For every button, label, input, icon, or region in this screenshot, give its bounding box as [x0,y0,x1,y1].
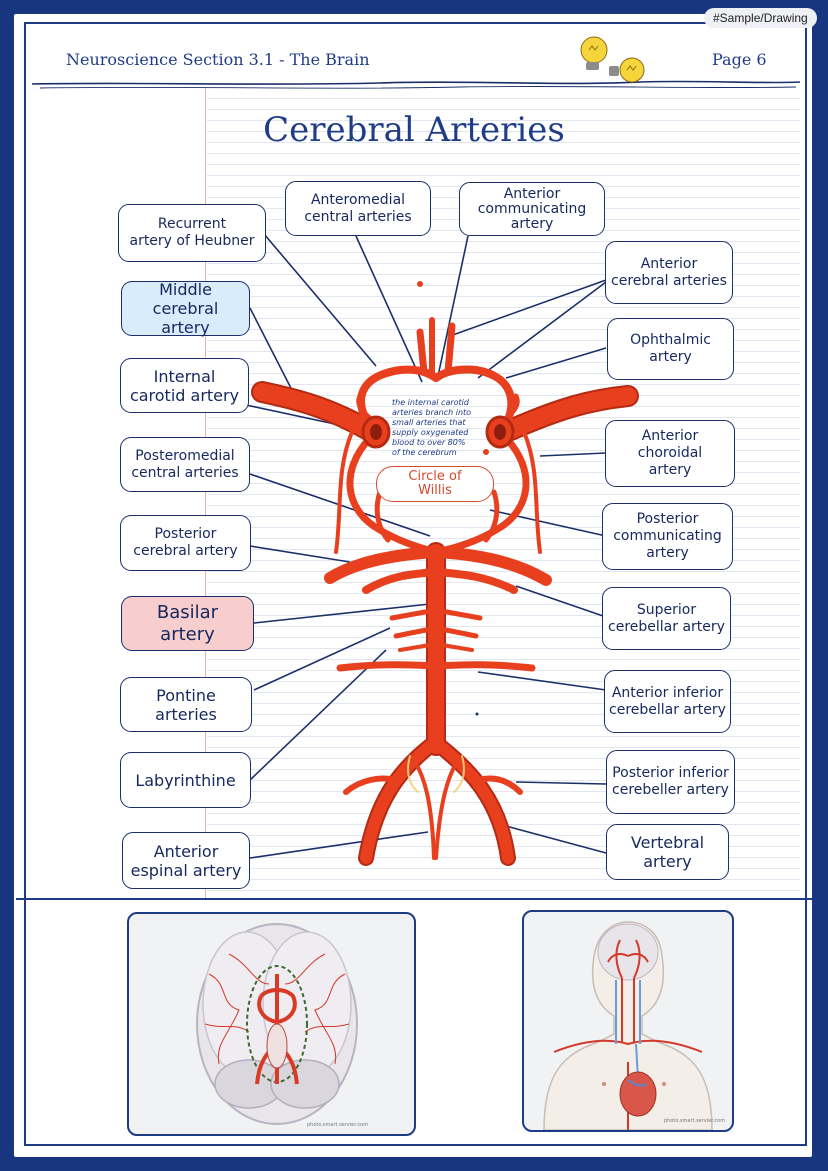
label-internal-carotid-artery: Internal carotid artery [120,358,249,413]
sample-tag: #Sample/Drawing [704,8,817,28]
upper-body-illustration: photo.smart.servier.com [522,910,734,1132]
circle-of-willis-label: Circle of Willis [376,466,494,502]
internal-carotid-opening [361,415,515,449]
light-bulb-icon [580,36,608,70]
light-bulb-icon [609,57,645,83]
label-posterior-cerebral-artery: Posterior cerebral artery [120,515,251,571]
label-anteromedial-central-arteries: Anteromedial central arteries [285,181,431,236]
label-basilar-artery: Basilar artery [121,596,254,651]
label-anterior-inferior-cerebellar-artery: Anterior inferior cerebellar artery [604,670,731,733]
torso-illustration [543,921,713,1130]
label-posterior-communicating-artery: Posterior communicating artery [602,503,733,570]
page-number: Page 6 [712,50,767,69]
label-posterior-inferior-cerebellar-artery: Posterior inferior cerebeller artery [606,750,735,814]
artery-drawing [251,281,639,866]
carotid-note: the internal carotid arteries branch int… [392,398,472,457]
page-title: Cerebral Arteries [263,110,565,150]
photo-credit: photo.smart.servier.com [664,1118,726,1124]
label-anterior-choroidal-artery: Anterior choroidal artery [605,420,735,487]
label-pontine-arteries: Pontine arteries [120,677,252,732]
section-divider [16,898,812,900]
brain-base-illustration: photo.smart.servier.com [127,912,416,1136]
label-anterior-communicating-artery: Anterior communicating artery [459,182,605,236]
photo-credit: photo.smart.servier.com [307,1122,369,1128]
margin-line [205,88,206,898]
label-anterior-spinal-artery: Anterior espinal artery [122,832,250,889]
page-frame [24,22,807,1146]
label-recurrent-artery-of-heubner: Recurrent artery of Heubner [118,204,266,262]
brain-illustration [196,923,358,1125]
arteries-diagram [245,233,639,866]
label-vertebral-artery: Vertebral artery [606,824,729,880]
label-anterior-cerebral-arteries: Anterior cerebral arteries [605,241,733,304]
section-title: Neuroscience Section 3.1 - The Brain [66,50,370,69]
label-superior-cerebellar-artery: Superior cerebellar artery [602,587,731,650]
label-posteromedial-central-arteries: Posteromedial central arteries [120,437,250,492]
label-middle-cerebral-artery: Middle cerebral artery [121,280,250,337]
leader-lines [245,233,607,859]
label-ophthalmic-artery: Ophthalmic artery [607,318,734,380]
label-labyrinthine: Labyrinthine [120,752,251,808]
header-decoration [31,36,801,89]
